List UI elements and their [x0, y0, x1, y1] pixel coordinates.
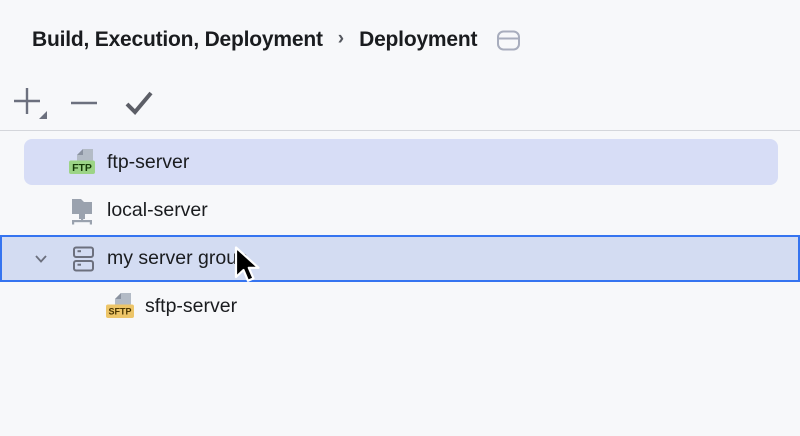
remove-server-button[interactable] [63, 84, 105, 122]
breadcrumb-current-page: Deployment [359, 27, 478, 51]
check-icon [125, 91, 153, 115]
ftp-badge-label: FTP [72, 162, 92, 174]
breadcrumb: Build, Execution, Deployment › Deploymen… [32, 27, 521, 52]
list-toolbar [8, 84, 160, 122]
server-tree: FTP ftp-server local-server [0, 131, 800, 331]
tree-item-local-server[interactable]: local-server [0, 187, 800, 233]
toolbar-separator [0, 130, 800, 131]
tree-item-my-server-group[interactable]: my server group [0, 235, 800, 282]
local-folder-network-icon [72, 199, 92, 225]
tree-item-label: my server group [107, 247, 248, 269]
tree-item-label: sftp-server [145, 294, 238, 317]
server-group-icon [73, 246, 94, 271]
sftp-badge-label: SFTP [108, 307, 131, 317]
sftp-file-icon: SFTP [106, 293, 134, 318]
tree-item-label: ftp-server [107, 150, 190, 173]
breadcrumb-section[interactable]: Build, Execution, Deployment [32, 27, 323, 51]
add-server-button[interactable] [8, 84, 50, 122]
minus-icon [71, 101, 97, 105]
use-as-default-button[interactable] [118, 84, 160, 122]
ftp-file-icon: FTP [69, 149, 95, 174]
plus-dropdown-icon [14, 88, 47, 119]
tree-item-sftp-server[interactable]: SFTP sftp-server [0, 283, 800, 329]
tree-item-ftp-server[interactable]: FTP ftp-server [0, 139, 800, 185]
breadcrumb-separator-icon: › [337, 27, 345, 49]
window-icon [497, 30, 521, 51]
tree-item-label: local-server [107, 198, 208, 221]
chevron-down-icon[interactable] [30, 248, 52, 270]
